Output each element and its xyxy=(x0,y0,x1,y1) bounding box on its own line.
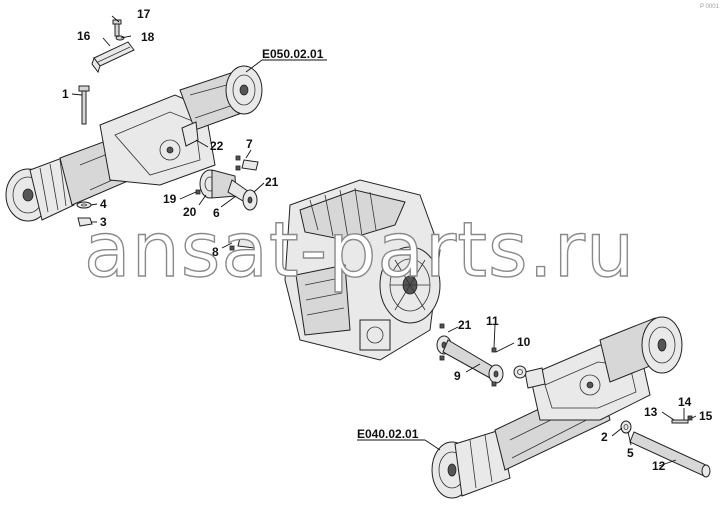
callout-19: 19 xyxy=(163,192,177,206)
callout-17: 17 xyxy=(137,7,151,21)
callout-11: 11 xyxy=(486,314,499,328)
callout-21-front: 21 xyxy=(265,175,279,189)
callout-2: 2 xyxy=(601,430,608,444)
callout-13: 13 xyxy=(644,405,658,419)
callout-labels: 17 16 18 1 22 7 21 19 20 6 4 3 8 21 11 1… xyxy=(62,7,713,473)
watermark-text: ansat-parts.ru xyxy=(84,205,635,294)
callout-18: 18 xyxy=(141,30,155,44)
corner-mark: P 0001 xyxy=(700,4,720,10)
callout-3: 3 xyxy=(100,215,107,229)
bracket-16 xyxy=(91,19,135,74)
callout-14: 14 xyxy=(678,395,692,409)
callout-21-rear: 21 xyxy=(458,318,472,332)
callout-4: 4 xyxy=(100,197,107,211)
rear-axle-assembly xyxy=(431,316,683,499)
callout-20: 20 xyxy=(183,205,197,219)
callout-6: 6 xyxy=(213,206,220,220)
front-axle-assembly xyxy=(5,65,263,222)
callout-15: 15 xyxy=(699,409,713,423)
rear-driveshaft-assembly xyxy=(436,323,527,387)
callout-12: 12 xyxy=(652,459,666,473)
reference-front-axle: E050.02.01 xyxy=(262,47,324,61)
callout-9: 9 xyxy=(454,369,461,383)
callout-5: 5 xyxy=(627,446,634,460)
callout-8: 8 xyxy=(212,245,219,259)
callout-1: 1 xyxy=(62,87,69,101)
callout-7: 7 xyxy=(246,137,253,151)
reference-rear-axle: E040.02.01 xyxy=(357,427,419,441)
callout-10: 10 xyxy=(517,335,531,349)
callout-22: 22 xyxy=(210,139,224,153)
callout-16: 16 xyxy=(77,29,91,43)
leader-lines xyxy=(71,15,697,467)
front-driveshaft-assembly xyxy=(195,155,259,251)
transmission-assembly xyxy=(284,179,441,361)
pivot-pin-assembly xyxy=(620,415,711,478)
